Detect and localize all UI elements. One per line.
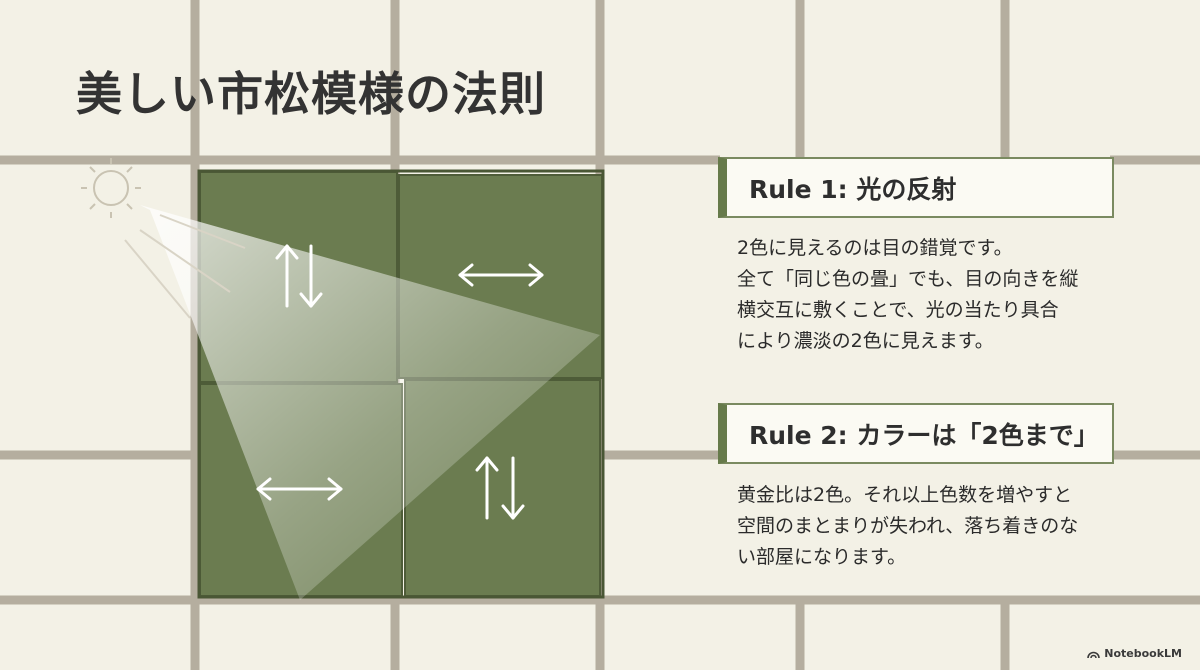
- rule-2-line: 空間のまとまりが失われ、落ち着きのな: [737, 515, 1079, 537]
- rule-1-line: 全て「同じ色の畳」でも、目の向きを縦: [737, 268, 1079, 290]
- rule-2-text: 黄金比は2色。それ以上色数を増やすと 空間のまとまりが失われ、落ち着きのな い部…: [737, 480, 1157, 573]
- left-right-arrow-icon: [256, 477, 343, 501]
- up-down-arrows-icon: [475, 456, 525, 520]
- rule-1-heading-box: Rule 1: 光の反射: [718, 157, 1114, 218]
- rule-1-line: により濃淡の2色に見えます。: [737, 330, 994, 352]
- rule-2-heading: Rule 2: カラーは「2色まで」: [749, 420, 1099, 450]
- rule-1-heading: Rule 1: 光の反射: [749, 174, 957, 204]
- rule-1-text: 2色に見えるのは目の錯覚です。 全て「同じ色の畳」でも、目の向きを縦 横交互に敷…: [737, 233, 1157, 357]
- notebooklm-logo-icon: [1087, 651, 1101, 658]
- rule-1-line: 2色に見えるのは目の錯覚です。: [737, 237, 1013, 259]
- rule-1-line: 横交互に敷くことで、光の当たり具合: [737, 299, 1059, 321]
- notebooklm-badge: NotebookLM: [1087, 647, 1182, 660]
- page-title: 美しい市松模様の法則: [76, 67, 546, 121]
- tatami-outline: [197, 169, 605, 599]
- rule-2-line: 黄金比は2色。それ以上色数を増やすと: [737, 484, 1073, 506]
- light-beam: [140, 205, 600, 600]
- sun-icon: [81, 158, 141, 218]
- up-down-arrows-icon: [275, 244, 323, 308]
- left-right-arrow-icon: [458, 263, 544, 287]
- rule-2-line: い部屋になります。: [737, 546, 907, 568]
- rule-2-heading-box: Rule 2: カラーは「2色まで」: [718, 403, 1114, 464]
- notebooklm-label: NotebookLM: [1104, 647, 1182, 660]
- light-rays: [124, 214, 246, 319]
